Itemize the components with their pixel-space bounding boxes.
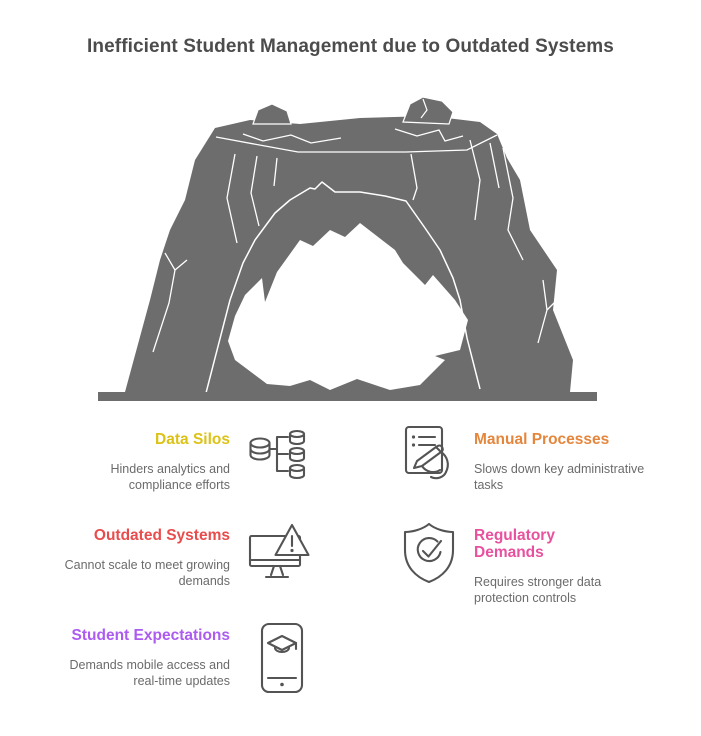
item-regulatory-demands: Regulatory Demands Requires stronger dat… — [474, 527, 624, 606]
item-title: Outdated Systems — [93, 527, 230, 544]
page-title: Inefficient Student Management due to Ou… — [87, 36, 614, 57]
ground-line — [98, 392, 597, 401]
item-outdated-systems: Outdated Systems Cannot scale to meet gr… — [45, 527, 230, 589]
item-description: Slows down key administrative tasks — [474, 462, 645, 492]
item-title: Data Silos — [155, 431, 230, 448]
item-manual-processes: Manual Processes Slows down key administ… — [474, 431, 664, 493]
item-description: Requires stronger data protection contro… — [474, 575, 602, 605]
rock-arch-illustration — [95, 88, 605, 410]
shield-check-icon — [402, 522, 456, 584]
database-network-icon — [246, 427, 312, 483]
rock-arch-svg — [98, 96, 597, 401]
item-student-expectations: Student Expectations Demands mobile acce… — [58, 627, 231, 689]
item-description: Demands mobile access and real-time upda… — [69, 658, 231, 688]
item-title: Regulatory Demands — [474, 527, 555, 561]
item-data-silos: Data Silos Hinders analytics and complia… — [80, 431, 230, 493]
item-title: Student Expectations — [71, 627, 230, 644]
monitor-warning-icon — [246, 522, 312, 584]
manual-writing-icon — [401, 424, 459, 484]
phone-graduation-icon — [259, 622, 305, 694]
item-description: Cannot scale to meet growing demands — [64, 558, 230, 588]
item-description: Hinders analytics and compliance efforts — [110, 462, 230, 492]
item-title: Manual Processes — [474, 431, 610, 448]
